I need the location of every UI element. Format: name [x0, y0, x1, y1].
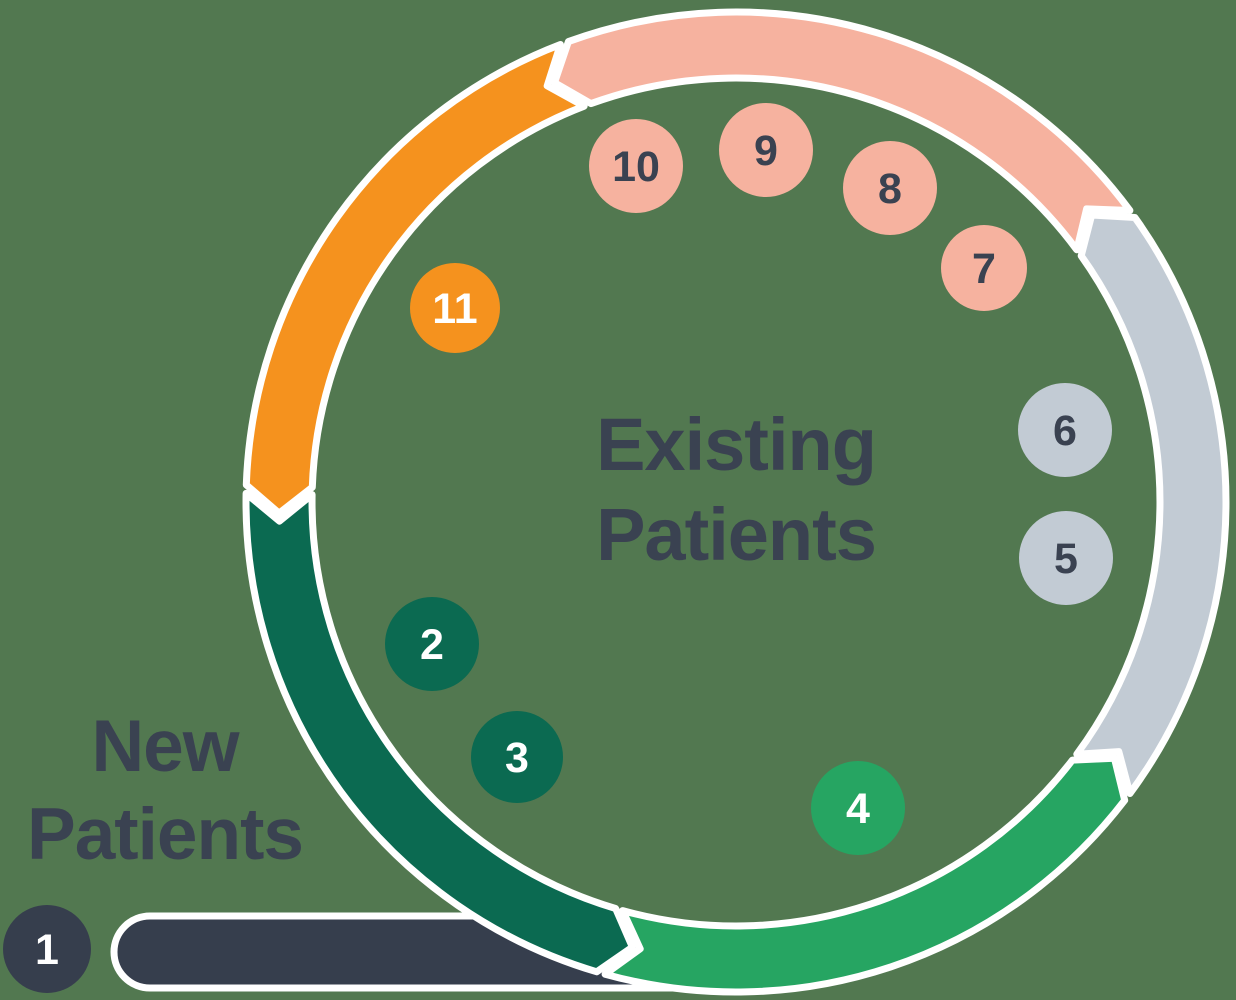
step-node-label: 4 [846, 785, 870, 833]
step-node-circle-1 [3, 905, 91, 993]
step-node-circle-5 [1019, 511, 1113, 605]
step-node-label: 10 [612, 143, 660, 191]
new-patients-title-line1: New [91, 706, 239, 787]
step-node-circle-7 [941, 225, 1027, 311]
step-node-5: 5 [1019, 511, 1113, 605]
step-node-circle-2 [385, 597, 479, 691]
step-node-circle-6 [1018, 383, 1112, 477]
step-node-circle-9 [719, 103, 813, 197]
step-node-circle-10 [589, 119, 683, 213]
step-node-label: 7 [972, 245, 996, 293]
step-node-circle-8 [843, 141, 937, 235]
step-node-3: 3 [471, 711, 563, 803]
center-title-line2: Patients [596, 493, 877, 576]
step-node-9: 9 [719, 103, 813, 197]
step-node-label: 9 [754, 127, 778, 175]
step-node-4: 4 [811, 761, 905, 855]
step-node-8: 8 [843, 141, 937, 235]
step-node-label: 3 [505, 734, 529, 782]
step-node-label: 5 [1054, 535, 1078, 583]
ring-segment-gray [1073, 211, 1230, 797]
ring-segment-green [601, 754, 1129, 996]
step-node-10: 10 [589, 119, 683, 213]
step-node-label: 1 [35, 926, 59, 974]
step-node-label: 11 [432, 285, 477, 333]
step-node-circle-11 [410, 263, 500, 353]
step-node-11: 11 [410, 263, 500, 353]
step-node-6: 6 [1018, 383, 1112, 477]
ring-segment-pink [551, 8, 1134, 254]
center-title-line1: Existing [596, 403, 877, 486]
step-node-2: 2 [385, 597, 479, 691]
step-node-circle-4 [811, 761, 905, 855]
step-node-circle-3 [471, 711, 563, 803]
step-node-label: 8 [878, 165, 902, 213]
step-node-label: 2 [420, 621, 444, 669]
ring-segment-orange [242, 41, 588, 517]
new-patients-title-line2: Patients [27, 794, 304, 875]
center-title: Existing Patients [566, 400, 906, 580]
step-node-1: 1 [3, 905, 91, 993]
step-node-label: 6 [1053, 407, 1077, 455]
step-node-7: 7 [941, 225, 1027, 311]
new-patients-title: New Patients [5, 703, 325, 879]
ring-segment-teal [242, 489, 636, 976]
